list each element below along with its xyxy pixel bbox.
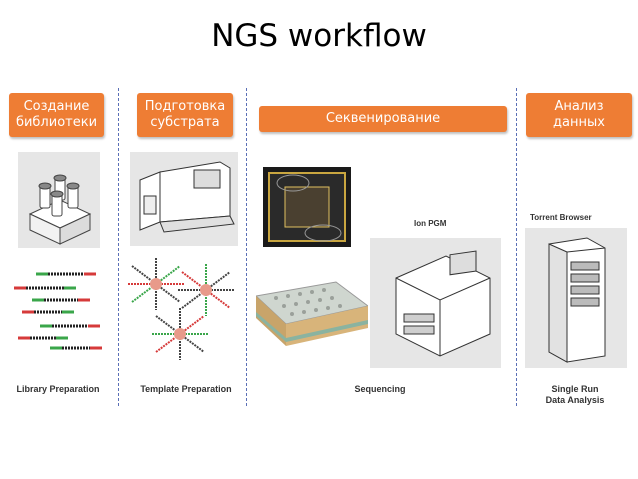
divider-3 [516, 88, 517, 406]
caption-library: Library Preparation [16, 384, 100, 394]
stage-sequencing: Секвенирование [259, 106, 507, 132]
caption-template: Template Preparation [140, 384, 232, 394]
caption-analysis: Single Run Data Analysis [545, 384, 605, 405]
page-title: NGS workflow [211, 18, 427, 54]
ion-pgm-label: Ion PGM [414, 219, 447, 228]
caption-sequencing: Sequencing [354, 384, 406, 394]
library-tube-block-illustration [18, 152, 100, 248]
ion-pgm-illustration [370, 238, 501, 368]
divider-1 [118, 88, 119, 406]
sequencing-wells-illustration [254, 276, 370, 354]
template-beads-illustration [126, 256, 240, 368]
stage-analysis: Анализ данных [526, 93, 632, 137]
divider-2 [246, 88, 247, 406]
template-instrument-illustration [130, 152, 238, 246]
stage-library: Создание библиотеки [9, 93, 104, 137]
sequencing-chip-illustration [263, 167, 351, 247]
torrent-browser-label: Torrent Browser [530, 213, 592, 222]
torrent-server-illustration [525, 228, 627, 368]
library-fragments-illustration [10, 268, 106, 358]
stage-template: Подготовка субстрата [137, 93, 233, 137]
